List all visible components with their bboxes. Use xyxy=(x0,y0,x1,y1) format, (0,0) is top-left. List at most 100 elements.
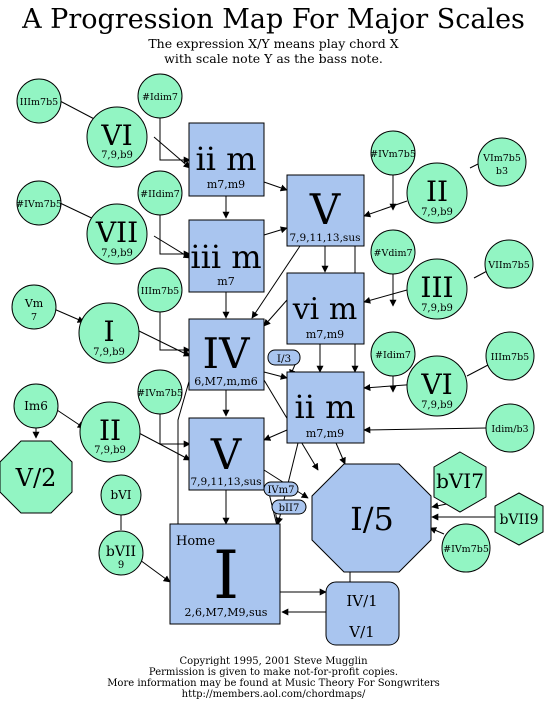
box-IV1-V1[interactable]: IV/1 V/1 xyxy=(325,581,400,646)
hexagon-bVII9-label: bVII9 xyxy=(499,512,538,528)
box-V1-label: V/1 xyxy=(348,623,374,641)
small-circle-sharpIVm7b5-left[interactable]: #IVm7b5 xyxy=(16,180,62,226)
small-circle-Vm[interactable]: Vm 7 xyxy=(11,284,57,330)
circle-II-left-label: II xyxy=(99,414,121,447)
circle-VII-label: VII xyxy=(95,216,138,249)
box-vi-ext: m7,m9 xyxy=(306,328,344,341)
small-circle-sharpIVm7b5-bottom-right[interactable]: #IVm7b5 xyxy=(441,523,491,573)
circle-II-left-ext: 7,9,b9 xyxy=(94,445,126,456)
small-circle-sharpIdim7-right[interactable]: #Idim7 xyxy=(370,331,416,377)
box-ii-mid-label: ii m xyxy=(295,388,356,426)
small-circle-IIIm7b5-right[interactable]: IIIm7b5 xyxy=(485,331,535,381)
box-iii-label: iii m xyxy=(190,238,261,276)
small-circle-Vm-ext: 7 xyxy=(31,312,37,323)
small-circle-IIIm7b5-top-left-label: IIIm7b5 xyxy=(20,97,58,108)
circle-VI-left-ext: 7,9,b9 xyxy=(101,150,133,161)
circle-III-label: III xyxy=(420,271,453,304)
box-ii-top-label: ii m xyxy=(196,140,257,178)
footer-more-info: More information may be found at Music T… xyxy=(107,678,440,689)
hexagon-bVI7-label: bVI7 xyxy=(436,469,484,493)
small-circle-VIm7b5[interactable]: VIm7b5 b3 xyxy=(477,137,527,187)
circle-VI-right[interactable]: VI 7,9,b9 xyxy=(406,355,468,417)
box-ii-mid-ext: m7,m9 xyxy=(306,427,344,440)
small-circle-sharpIIdim7[interactable]: #IIdim7 xyxy=(137,170,183,216)
chip-bII7-label: bII7 xyxy=(279,503,300,514)
chip-bII7[interactable]: bII7 xyxy=(271,499,307,515)
small-circle-Idimb3[interactable]: Idim/b3 xyxy=(485,403,535,453)
small-circle-sharpIdim7-top[interactable]: #Idim7 xyxy=(137,73,183,119)
circle-II-left[interactable]: II 7,9,b9 xyxy=(79,401,141,463)
box-I-home-corner: Home xyxy=(176,534,215,549)
footer-copyright: Copyright 1995, 2001 Steve Mugglin xyxy=(179,656,368,667)
small-circle-sharpIVm7b5-upper-right[interactable]: #IVm7b5 xyxy=(370,130,416,176)
circle-VI-right-label: VI xyxy=(420,368,452,401)
circle-bVII-label: bVII xyxy=(106,544,136,560)
small-circle-IIIm7b5-right-label: IIIm7b5 xyxy=(491,352,529,363)
small-circle-VIm7b5-ext: b3 xyxy=(496,166,508,177)
small-circle-VIIm7b5[interactable]: VIIm7b5 xyxy=(484,239,534,289)
box-iii[interactable]: iii m m7 xyxy=(188,219,265,293)
box-V-top-label: V xyxy=(309,185,341,234)
small-circle-sharpIdim7-top-label: #Idim7 xyxy=(142,92,178,103)
box-ii-mid[interactable]: ii m m7,m9 xyxy=(286,371,365,444)
box-I-home-label: I xyxy=(213,537,239,614)
subtitle-line-2: with scale note Y as the bass note. xyxy=(164,51,383,66)
small-circle-VIm7b5-label: VIm7b5 xyxy=(482,153,521,164)
box-IV1-label: IV/1 xyxy=(346,592,377,610)
circle-II-right-ext: 7,9,b9 xyxy=(421,207,453,218)
box-I-home[interactable]: Home I 2,6,M7,M9,sus xyxy=(169,523,281,625)
footer-url[interactable]: http://members.aol.com/chordmaps/ xyxy=(181,689,366,700)
circle-bVII-ext: 9 xyxy=(118,560,124,571)
circle-VI-right-ext: 7,9,b9 xyxy=(421,400,453,411)
small-circle-sharpIIdim7-label: #IIdim7 xyxy=(140,189,180,200)
small-circle-sharpIVm7b5-bottom-right-label: #IVm7b5 xyxy=(443,544,489,555)
circle-VI-left[interactable]: VI 7,9,b9 xyxy=(86,106,148,168)
box-V-bottom-ext: 7,9,11,13,sus xyxy=(191,476,262,488)
box-I-home-ext: 2,6,M7,M9,sus xyxy=(185,606,268,619)
hexagon-bVI7[interactable]: bVI7 xyxy=(433,451,487,513)
small-circle-sharpIVm7b5-mid-label: #IVm7b5 xyxy=(137,388,183,399)
small-circle-bVI[interactable]: bVI xyxy=(100,474,142,516)
chip-IVm7[interactable]: IVm7 xyxy=(263,481,299,497)
box-IV[interactable]: IV 6,M7,m,m6 xyxy=(188,318,265,391)
box-vi[interactable]: vi m m7,m9 xyxy=(286,272,365,345)
octagon-I5[interactable]: I/5 xyxy=(311,463,432,573)
small-circle-IIIm7b5-top-left[interactable]: IIIm7b5 xyxy=(16,78,62,124)
small-circle-sharpIVm7b5-mid[interactable]: #IVm7b5 xyxy=(137,369,183,415)
circle-bVII[interactable]: bVII 9 xyxy=(98,530,144,576)
box-ii-top[interactable]: ii m m7,m9 xyxy=(188,122,265,197)
octagon-V2-label: V/2 xyxy=(15,464,57,492)
circle-VII[interactable]: VII 7,9,b9 xyxy=(86,203,148,265)
small-circle-sharpIVm7b5-upper-right-label: #IVm7b5 xyxy=(370,149,416,160)
chip-IVm7-label: IVm7 xyxy=(267,485,294,496)
small-circle-Vm-label: Vm xyxy=(24,297,44,310)
octagon-V2[interactable]: V/2 xyxy=(0,440,73,514)
circle-III[interactable]: III 7,9,b9 xyxy=(406,258,468,320)
page-title: A Progression Map For Major Scales xyxy=(22,4,525,35)
small-circle-Idimb3-label: Idim/b3 xyxy=(491,424,528,435)
box-vi-label: vi m xyxy=(292,292,358,327)
circle-II-right-label: II xyxy=(426,175,448,208)
footer-permission: Permission is given to make not-for-prof… xyxy=(148,667,399,678)
box-V-bottom[interactable]: V 7,9,11,13,sus xyxy=(188,417,265,491)
circle-VII-ext: 7,9,b9 xyxy=(101,248,133,259)
box-iii-ext: m7 xyxy=(217,275,234,288)
small-circle-sharpVdim7-label: #Vdim7 xyxy=(374,248,413,259)
hexagon-bVII9[interactable]: bVII9 xyxy=(494,492,544,546)
circle-VI-left-label: VI xyxy=(100,119,132,152)
circle-I-left[interactable]: I 7,9,b9 xyxy=(78,302,140,364)
small-circle-Im6[interactable]: Im6 xyxy=(13,383,59,429)
circle-II-right[interactable]: II 7,9,b9 xyxy=(406,162,468,224)
small-circle-sharpIdim7-right-label: #Idim7 xyxy=(375,350,411,361)
small-circle-IIIm7b5-mid-left[interactable]: IIIm7b5 xyxy=(137,267,183,313)
circle-I-left-ext: 7,9,b9 xyxy=(93,347,125,358)
box-V-top[interactable]: V 7,9,11,13,sus xyxy=(286,174,365,247)
circle-III-ext: 7,9,b9 xyxy=(421,303,453,314)
small-circle-sharpVdim7[interactable]: #Vdim7 xyxy=(370,229,416,275)
box-V-top-ext: 7,9,11,13,sus xyxy=(290,232,361,244)
chip-I3[interactable]: I/3 xyxy=(267,349,301,366)
small-circle-sharpIVm7b5-left-label: #IVm7b5 xyxy=(16,199,62,210)
circle-I-left-label: I xyxy=(103,315,114,348)
